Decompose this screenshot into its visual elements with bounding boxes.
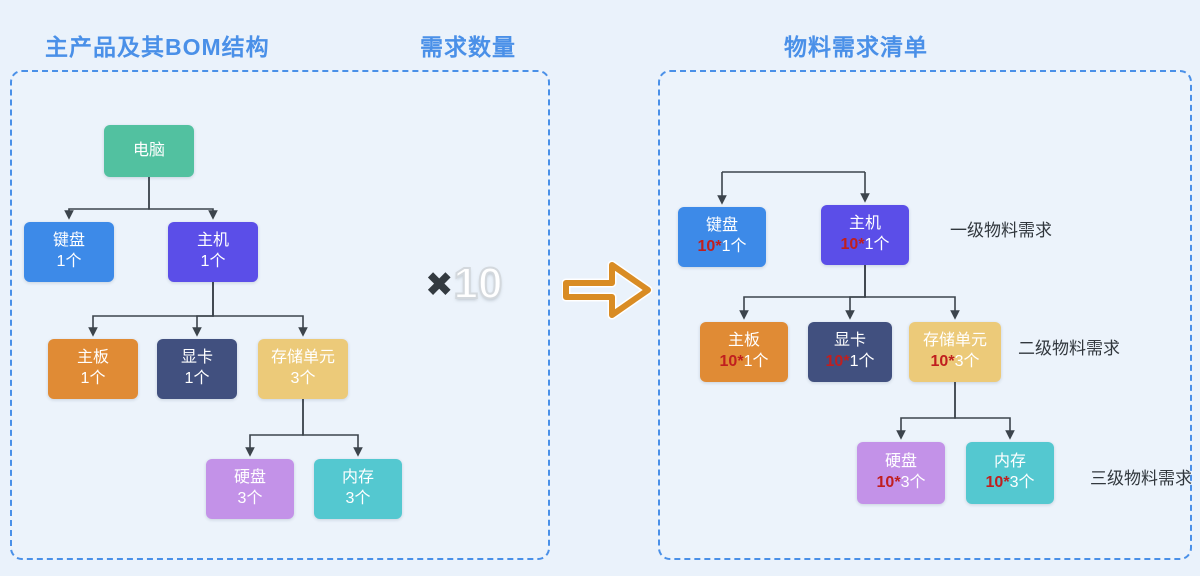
node-multiplier: 10* <box>697 238 722 255</box>
node-quantity: 1个 <box>200 253 226 270</box>
node-label: 硬盘 <box>233 469 266 487</box>
node-label: 主机 <box>848 215 881 233</box>
node-quantity: 10*1个 <box>825 353 875 370</box>
node-label: 主板 <box>76 349 109 367</box>
node-keyboard[interactable]: 键盘 1个 <box>24 222 114 282</box>
node-gpu[interactable]: 显卡 1个 <box>157 339 237 399</box>
node-label: 键盘 <box>705 217 738 235</box>
node-multiplier: 10* <box>985 474 1010 491</box>
multiply-icon: ✖ <box>425 266 454 304</box>
node-memory[interactable]: 内存 3个 <box>314 459 402 519</box>
node-multiplier: 10* <box>840 236 865 253</box>
node-label: 主机 <box>196 232 229 250</box>
node-quantity: 3个 <box>345 490 371 507</box>
node-quantity: 1个 <box>56 253 82 270</box>
node-r-host[interactable]: 主机 10*1个 <box>821 205 909 265</box>
node-quantity: 10*3个 <box>876 474 926 491</box>
node-r-storage[interactable]: 存储单元 10*3个 <box>909 322 1001 382</box>
node-r-disk[interactable]: 硬盘 10*3个 <box>857 442 945 504</box>
quantity-multiplier: ✖10 <box>425 259 504 308</box>
node-quantity: 1个 <box>80 370 106 387</box>
node-multiplier: 10* <box>876 474 901 491</box>
page-title-left: 主产品及其BOM结构 <box>45 34 270 60</box>
node-r-memory[interactable]: 内存 10*3个 <box>966 442 1054 504</box>
node-label: 键盘 <box>52 232 85 250</box>
node-storage[interactable]: 存储单元 3个 <box>258 339 348 399</box>
node-multiplier: 10* <box>825 353 850 370</box>
level-label-3: 三级物料需求 <box>1090 469 1192 488</box>
node-label: 存储单元 <box>922 332 987 350</box>
node-host[interactable]: 主机 1个 <box>168 222 258 282</box>
node-quantity: 10*1个 <box>697 238 747 255</box>
node-multiplier: 10* <box>719 353 744 370</box>
node-label: 主板 <box>727 332 760 350</box>
node-r-keyboard[interactable]: 键盘 10*1个 <box>678 207 766 267</box>
page-title-quantity: 需求数量 <box>420 34 516 60</box>
right-arrow-icon <box>562 260 653 320</box>
node-quantity: 10*1个 <box>719 353 769 370</box>
node-quantity: 10*3个 <box>930 353 980 370</box>
level-label-2: 二级物料需求 <box>1018 339 1120 358</box>
node-quantity: 1个 <box>184 370 210 387</box>
node-label: 显卡 <box>180 349 213 367</box>
node-computer[interactable]: 电脑 <box>104 125 194 177</box>
node-mainboard[interactable]: 主板 1个 <box>48 339 138 399</box>
level-label-1: 一级物料需求 <box>950 221 1052 240</box>
node-label: 显卡 <box>833 332 866 350</box>
node-quantity: 10*3个 <box>985 474 1035 491</box>
node-r-mainboard[interactable]: 主板 10*1个 <box>700 322 788 382</box>
node-r-gpu[interactable]: 显卡 10*1个 <box>808 322 892 382</box>
node-disk[interactable]: 硬盘 3个 <box>206 459 294 519</box>
node-quantity: 10*1个 <box>840 236 890 253</box>
page-title-right: 物料需求清单 <box>784 34 928 60</box>
node-label: 内存 <box>993 453 1026 471</box>
node-multiplier: 10* <box>930 353 955 370</box>
node-label: 内存 <box>341 469 374 487</box>
node-label: 硬盘 <box>884 453 917 471</box>
node-quantity: 3个 <box>290 370 316 387</box>
node-label: 存储单元 <box>270 349 335 367</box>
node-label: 电脑 <box>132 141 165 159</box>
node-quantity: 3个 <box>237 490 263 507</box>
multiplier-value: 10 <box>453 259 504 308</box>
